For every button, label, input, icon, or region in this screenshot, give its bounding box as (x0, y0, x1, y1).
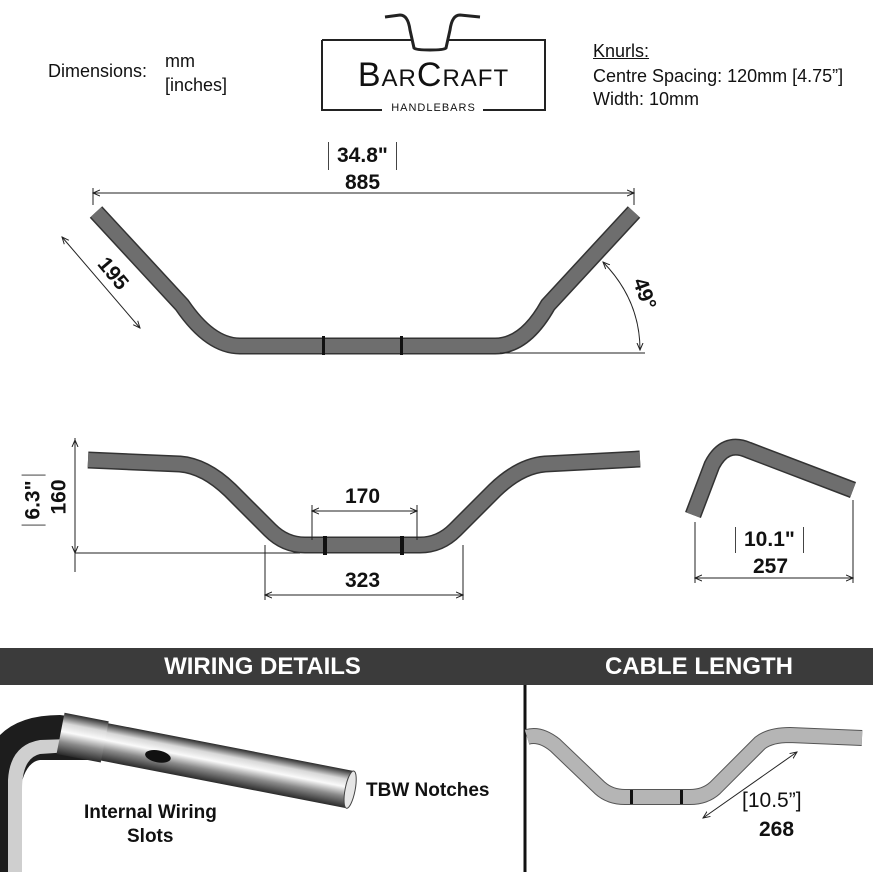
logo-mark (321, 13, 546, 111)
wiring-details-header: WIRING DETAILS (0, 648, 525, 685)
unit-mm: mm (165, 51, 195, 71)
knurls-title: Knurls: (593, 41, 650, 61)
cable-length-drawing (524, 726, 863, 818)
tbw-notches-label: TBW Notches (366, 780, 490, 801)
width-inches: 34.8" (328, 142, 397, 170)
front-view-drawing (75, 438, 641, 600)
dimensions-label: Dimensions: (48, 61, 148, 81)
slots-label: Slots (127, 826, 174, 847)
internal-wiring-label: Internal Wiring (84, 802, 217, 823)
cable-length-header: CABLE LENGTH (525, 648, 873, 685)
cable-length-mm: 268 (759, 818, 795, 841)
pullback-inches: 10.1" (735, 527, 804, 553)
cable-length-inches: [10.5”] (742, 789, 802, 812)
base-width-mm: 323 (345, 569, 381, 592)
knurls-centre-spacing: Centre Spacing: 120mm [4.75”] (593, 66, 844, 86)
knurl-spacing-mm: 170 (345, 485, 381, 508)
pullback-mm: 257 (753, 555, 789, 578)
width-mm: 885 (345, 171, 381, 194)
logo-brand: BarCraft (357, 56, 510, 94)
logo-tagline: HANDLEBARS (391, 102, 476, 114)
top-view-drawing (62, 188, 645, 355)
height-mm: 160 (47, 479, 71, 515)
knurls-width: Width: 10mm (593, 89, 700, 109)
wiring-detail-image (0, 712, 357, 872)
unit-inches: [inches] (165, 75, 228, 95)
side-view-drawing (685, 438, 857, 583)
height-inches: 6.3" (21, 474, 46, 526)
